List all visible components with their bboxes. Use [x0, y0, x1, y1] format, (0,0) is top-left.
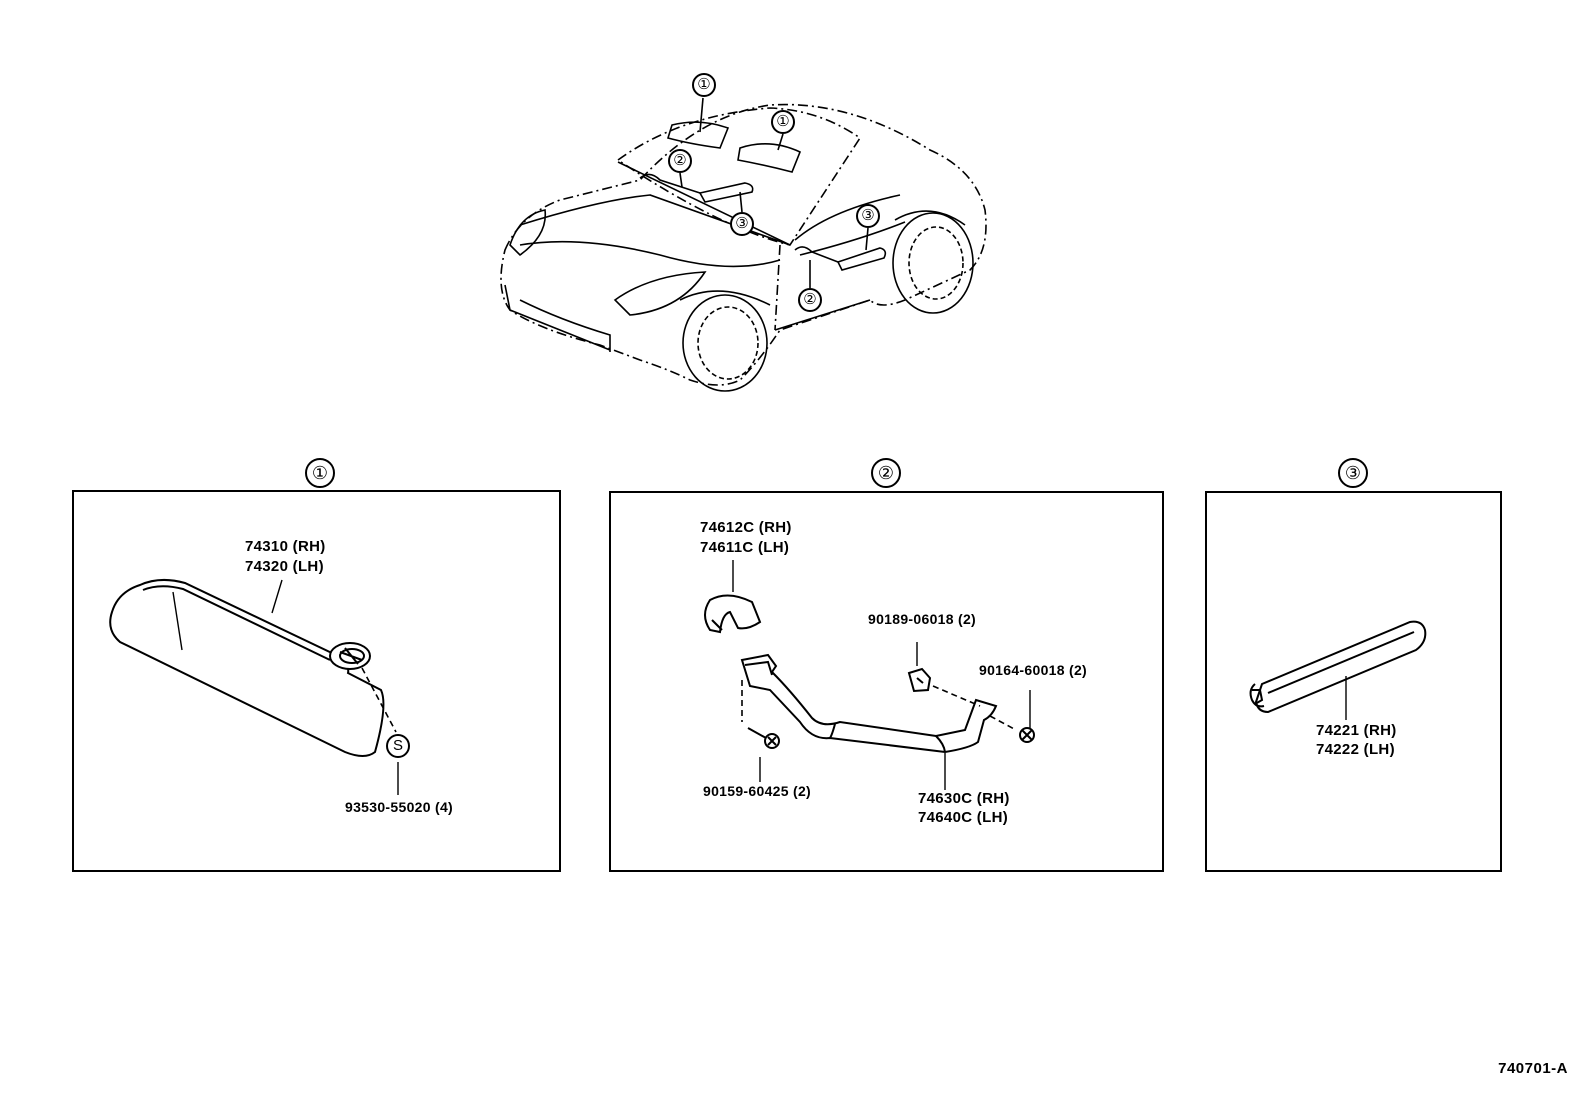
screw-right-part-label: 90164-60018 (2)	[979, 662, 1088, 678]
clip-part-label: 90189-06018 (2)	[868, 611, 977, 627]
sun-visor-drawing	[109, 579, 399, 795]
panel-1-marker: ①	[305, 458, 335, 488]
screw-left-part-label: 90159-60425 (2)	[703, 783, 812, 799]
cover-part-rh-label: 74612C (RH)	[700, 519, 792, 536]
grip-part-rh-label: 74630C (RH)	[918, 790, 1010, 807]
car-callout-1-left: ①	[692, 73, 716, 97]
cover-part-lh-label: 74611C (LH)	[700, 539, 790, 556]
trim-drawing	[1249, 620, 1427, 720]
panel-3-frame	[1205, 491, 1502, 872]
visor-part-lh-label: 74320 (LH)	[245, 558, 324, 575]
car-callout-2-left: ②	[668, 149, 692, 173]
trim-part-rh-label: 74221 (RH)	[1316, 722, 1397, 739]
screw-part-label: 93530-55020 (4)	[345, 799, 454, 815]
car-callout-2-right: ②	[798, 288, 822, 312]
visor-part-rh-label: 74310 (RH)	[245, 538, 326, 555]
panel-1-frame	[72, 490, 561, 872]
car-overview-illustration	[500, 97, 987, 392]
diagram-code: 740701-A	[1498, 1060, 1568, 1077]
fastener-s-symbol: S	[386, 734, 410, 758]
car-callout-3-right: ③	[856, 204, 880, 228]
assist-grip-drawing	[704, 560, 1035, 790]
panel-2-marker: ②	[871, 458, 901, 488]
panel-2-frame	[609, 491, 1164, 872]
car-callout-1-right: ①	[771, 110, 795, 134]
car-callout-3-left: ③	[730, 212, 754, 236]
trim-part-lh-label: 74222 (LH)	[1316, 741, 1395, 758]
grip-part-lh-label: 74640C (LH)	[918, 809, 1008, 826]
panel-3-marker: ③	[1338, 458, 1368, 488]
